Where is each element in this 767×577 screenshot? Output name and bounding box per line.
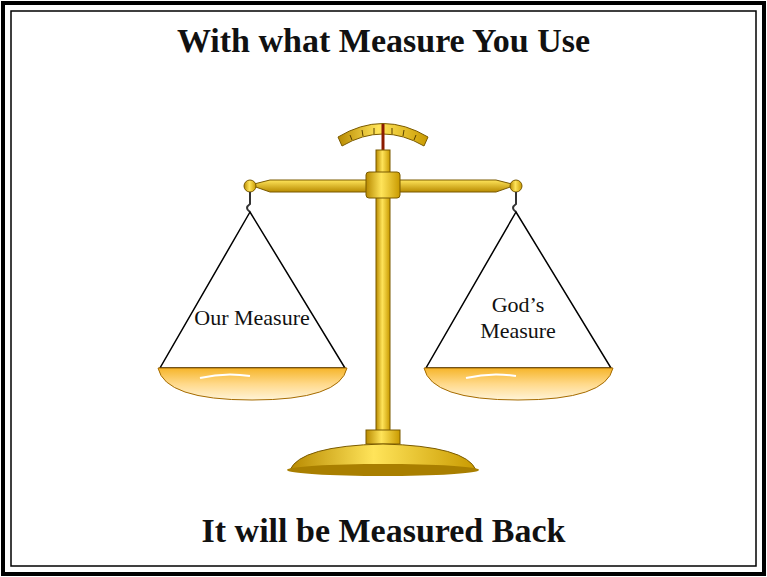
- pan-label: God’s Measure: [458, 292, 578, 345]
- pan-label: Our Measure: [194, 305, 309, 331]
- scale-pan: Our Measure: [192, 305, 312, 331]
- scale-pan: God’s Measure: [458, 292, 578, 345]
- title-text: With what Measure You Use: [20, 22, 747, 59]
- caption-text: It will be Measured Back: [20, 512, 747, 549]
